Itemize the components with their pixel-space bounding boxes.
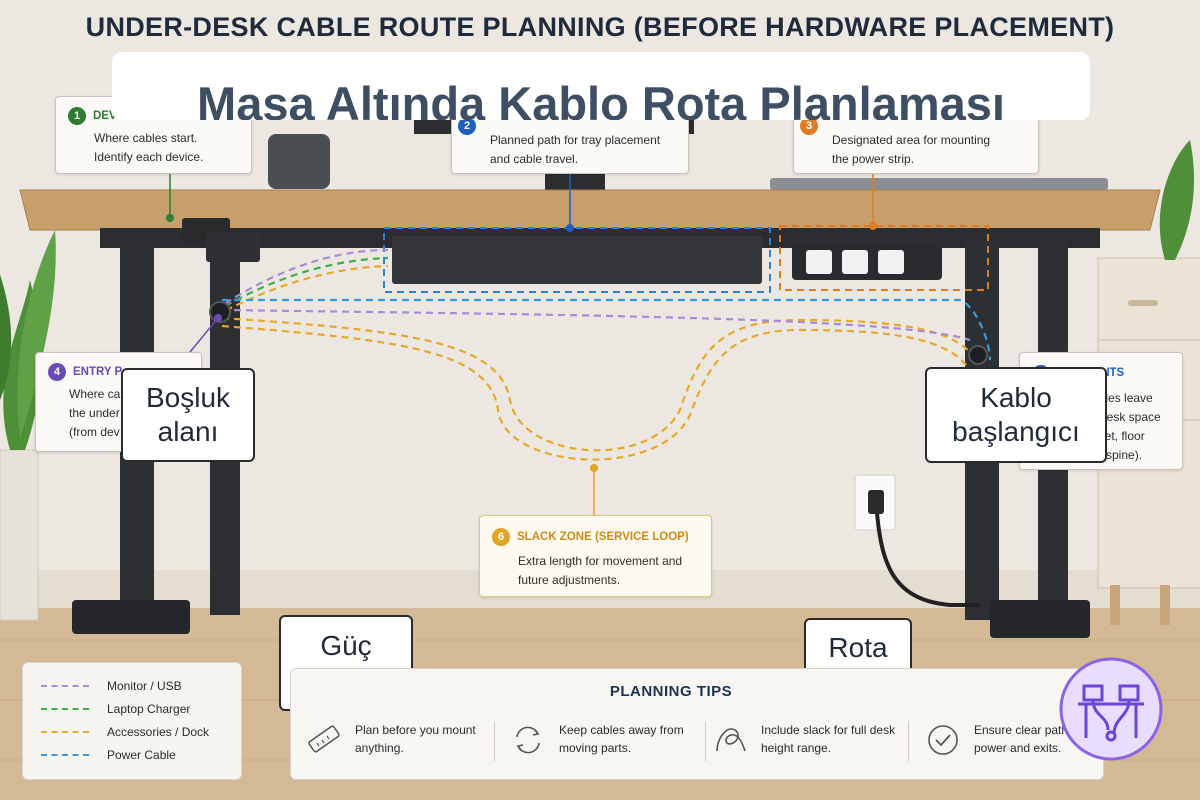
- legend-label: Laptop Charger: [107, 702, 191, 716]
- callout-text: and cable travel.: [490, 152, 579, 166]
- callout-text: Planned path for tray placement: [490, 133, 661, 147]
- legend-swatch: [41, 754, 89, 756]
- legend-label: Accessories / Dock: [107, 725, 210, 739]
- step-number-badge: 3: [800, 117, 818, 135]
- divider: [908, 721, 909, 761]
- cycle-arrows-icon: [516, 726, 540, 754]
- tip-text: Keep cables away from: [559, 723, 684, 737]
- callout-text: Where cables start.: [94, 131, 198, 145]
- tip-text: Ensure clear path to: [974, 723, 1082, 737]
- callout-text: Designated area for mounting: [832, 133, 991, 147]
- label-clearance-area: Boşluk alanı: [121, 368, 255, 462]
- speaker: [268, 134, 330, 189]
- tip-item: Ensure clear path to power and exits.: [924, 721, 1081, 759]
- tip-item: Plan before you mount anything.: [305, 721, 476, 759]
- step-number-badge: 1: [68, 107, 86, 125]
- step-number-badge: 2: [458, 117, 476, 135]
- brand-logo: [1059, 657, 1163, 761]
- callout-heading: DEV: [93, 110, 117, 122]
- label-cable-start: Kablo başlangıcı: [925, 367, 1107, 463]
- overlay-title: Masa Altında Kablo Rota Planlaması: [112, 52, 1090, 120]
- callout-text: Where ca: [69, 387, 121, 401]
- legend-label: Monitor / USB: [107, 679, 182, 693]
- legend-item: Laptop Charger: [41, 702, 190, 716]
- callout-text: Extra length for movement and: [518, 554, 683, 568]
- callout-tray: 2 Planned path for tray placement and ca…: [451, 110, 689, 174]
- plant-left: [0, 230, 56, 621]
- tip-text: anything.: [355, 741, 404, 755]
- planning-tips-panel: PLANNING TIPS Plan before you mount anyt…: [290, 668, 1104, 780]
- callout-text: the power strip.: [832, 152, 915, 166]
- tip-item: Keep cables away from moving parts.: [509, 721, 684, 759]
- callout-slack-zone: 6 SLACK ZONE (SERVICE LOOP) Extra length…: [479, 515, 712, 597]
- tip-text: power and exits.: [974, 741, 1062, 755]
- legend-label: Power Cable: [107, 748, 176, 762]
- cable-loop-icon: [716, 728, 746, 752]
- page-title: UNDER-DESK CABLE ROUTE PLANNING (BEFORE …: [85, 12, 1115, 42]
- callout-heading: SLACK ZONE (SERVICE LOOP): [517, 531, 689, 543]
- callout-text: the under: [69, 406, 120, 420]
- callout-text: ables leave: [1092, 391, 1153, 405]
- callout-text: future adjustments.: [518, 573, 621, 587]
- callout-heading: ENTRY P: [73, 366, 123, 378]
- callout-text: r-desk space: [1092, 410, 1161, 424]
- check-circle-icon: [928, 725, 958, 755]
- ruler-icon: [308, 725, 340, 753]
- legend-swatch: [41, 731, 89, 733]
- planning-tips-title: PLANNING TIPS: [609, 683, 733, 700]
- tip-text: moving parts.: [559, 741, 632, 755]
- callout-power-strip: 3 Designated area for mounting the power…: [793, 110, 1039, 174]
- callout-text: (from dev: [69, 425, 120, 439]
- cable-routes: [214, 248, 992, 461]
- legend-swatch: [41, 685, 89, 687]
- legend-swatch: [41, 708, 89, 710]
- step-number-badge: 6: [492, 528, 510, 546]
- legend-item: Monitor / USB: [41, 679, 182, 693]
- divider: [705, 721, 706, 761]
- tip-item: Include slack for full desk height range…: [711, 721, 895, 759]
- cable-tray: [392, 236, 762, 284]
- desk-top: [19, 189, 1161, 231]
- laptop: [770, 178, 1108, 190]
- step-number-badge: 4: [48, 363, 66, 381]
- tip-text: Plan before you mount: [355, 723, 476, 737]
- legend-item: Power Cable: [41, 748, 176, 762]
- tip-text: height range.: [761, 741, 832, 755]
- callout-text: Identify each device.: [94, 150, 204, 164]
- legend: Monitor / USB Laptop Charger Accessories…: [22, 662, 242, 780]
- tip-text: Include slack for full desk: [761, 723, 896, 737]
- divider: [494, 721, 495, 761]
- legend-item: Accessories / Dock: [41, 725, 209, 739]
